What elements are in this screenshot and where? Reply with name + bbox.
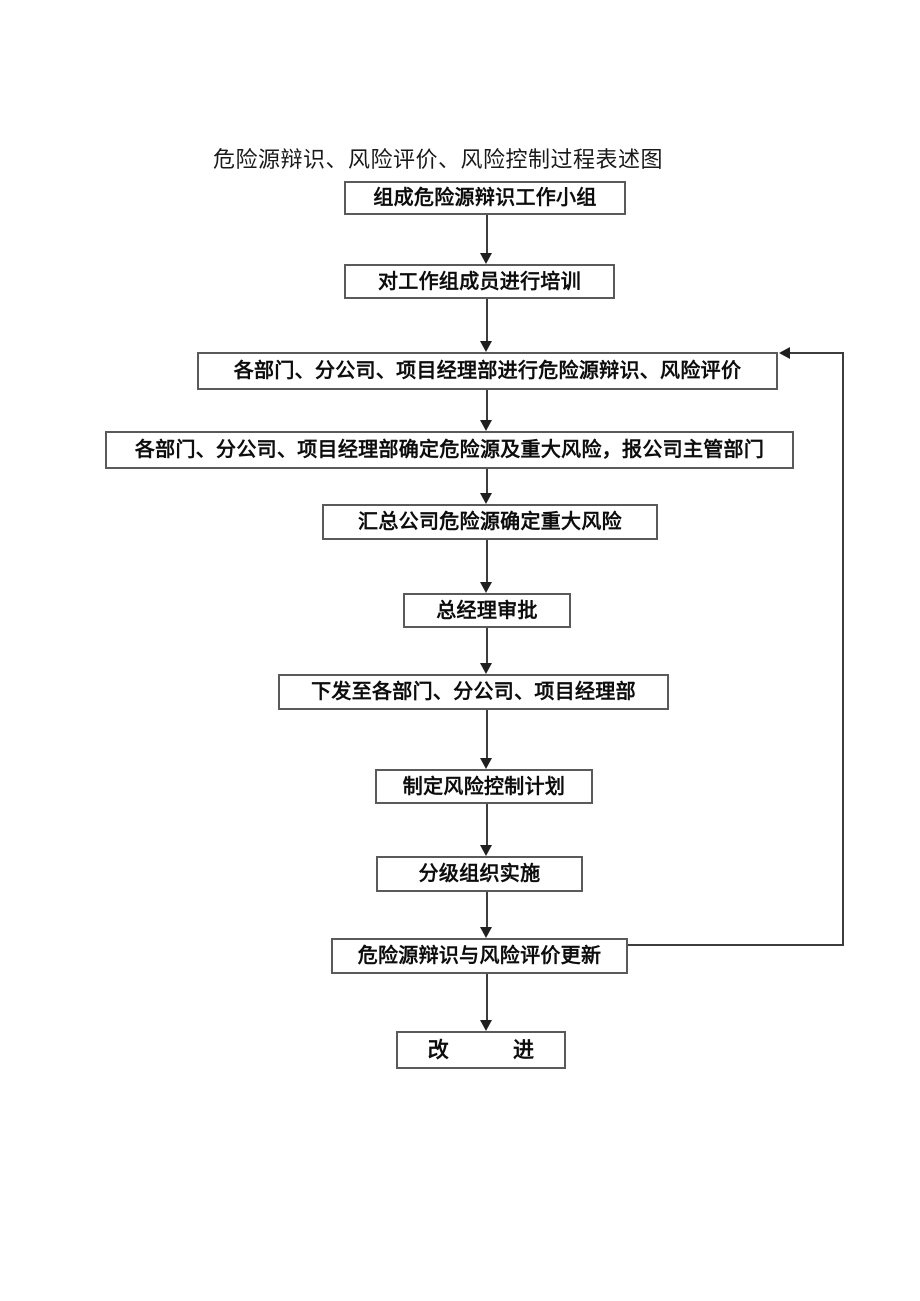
flow-node-n11[interactable]: 改 进 bbox=[396, 1031, 566, 1069]
edge-n5-n6-arrowhead bbox=[480, 582, 492, 593]
flow-node-label: 总经理审批 bbox=[436, 599, 538, 622]
edge-n4-n5-arrowhead bbox=[480, 493, 492, 504]
edge-feedback-arrowhead bbox=[779, 347, 790, 359]
flow-node-n4[interactable]: 各部门、分公司、项目经理部确定危险源及重大风险，报公司主管部门 bbox=[105, 431, 794, 469]
flow-node-n2[interactable]: 对工作组成员进行培训 bbox=[344, 264, 615, 299]
flow-node-n3[interactable]: 各部门、分公司、项目经理部进行危险源辩识、风险评价 bbox=[197, 352, 778, 390]
edge-n2-n3-line bbox=[486, 299, 488, 341]
flow-node-label: 对工作组成员进行培训 bbox=[378, 270, 581, 293]
edge-n7-n8-arrowhead bbox=[480, 758, 492, 769]
edge-feedback-top-segment bbox=[790, 352, 844, 354]
edge-n1-n2-line bbox=[486, 215, 488, 253]
edge-n10-n11-line bbox=[486, 974, 488, 1020]
flow-node-n7[interactable]: 下发至各部门、分公司、项目经理部 bbox=[278, 674, 669, 710]
flow-node-label: 分级组织实施 bbox=[418, 863, 541, 885]
flow-node-label: 汇总公司危险源确定重大风险 bbox=[358, 511, 622, 533]
edge-n6-n7-arrowhead bbox=[480, 663, 492, 674]
flow-node-label: 改 进 bbox=[427, 1037, 535, 1062]
edge-n8-n9-arrowhead bbox=[480, 845, 492, 856]
edge-feedback-vertical-segment bbox=[842, 352, 844, 946]
flow-node-label: 组成危险源辩识工作小组 bbox=[373, 187, 597, 209]
edge-n5-n6-line bbox=[486, 540, 488, 582]
flow-node-n5[interactable]: 汇总公司危险源确定重大风险 bbox=[322, 504, 658, 540]
edge-feedback-bottom-segment bbox=[628, 944, 844, 946]
flow-node-label: 下发至各部门、分公司、项目经理部 bbox=[311, 681, 636, 703]
flow-node-n9[interactable]: 分级组织实施 bbox=[376, 856, 583, 892]
edge-n3-n4-arrowhead bbox=[480, 420, 492, 431]
page-title: 危险源辩识、风险评价、风险控制过程表述图 bbox=[213, 147, 664, 172]
flow-node-label: 制定风险控制计划 bbox=[402, 775, 566, 798]
flow-node-label: 各部门、分公司、项目经理部确定危险源及重大风险，报公司主管部门 bbox=[134, 439, 765, 461]
edge-n2-n3-arrowhead bbox=[480, 341, 492, 352]
flow-node-label: 各部门、分公司、项目经理部进行危险源辩识、风险评价 bbox=[233, 360, 742, 382]
edge-n10-n11-arrowhead bbox=[480, 1020, 492, 1031]
edge-n1-n2-arrowhead bbox=[480, 253, 492, 264]
edge-n9-n10-arrowhead bbox=[480, 927, 492, 938]
edge-n8-n9-line bbox=[486, 804, 488, 845]
edge-n9-n10-line bbox=[486, 892, 488, 927]
flow-node-n1[interactable]: 组成危险源辩识工作小组 bbox=[344, 181, 626, 215]
edge-n7-n8-line bbox=[486, 710, 488, 758]
flow-node-n6[interactable]: 总经理审批 bbox=[403, 593, 571, 628]
edge-n6-n7-line bbox=[486, 628, 488, 663]
edge-n3-n4-line bbox=[486, 390, 488, 420]
edge-n4-n5-line bbox=[486, 469, 488, 493]
flow-node-n10[interactable]: 危险源辩识与风险评价更新 bbox=[331, 938, 628, 974]
flow-node-n8[interactable]: 制定风险控制计划 bbox=[375, 769, 593, 804]
flow-node-label: 危险源辩识与风险评价更新 bbox=[357, 945, 602, 967]
